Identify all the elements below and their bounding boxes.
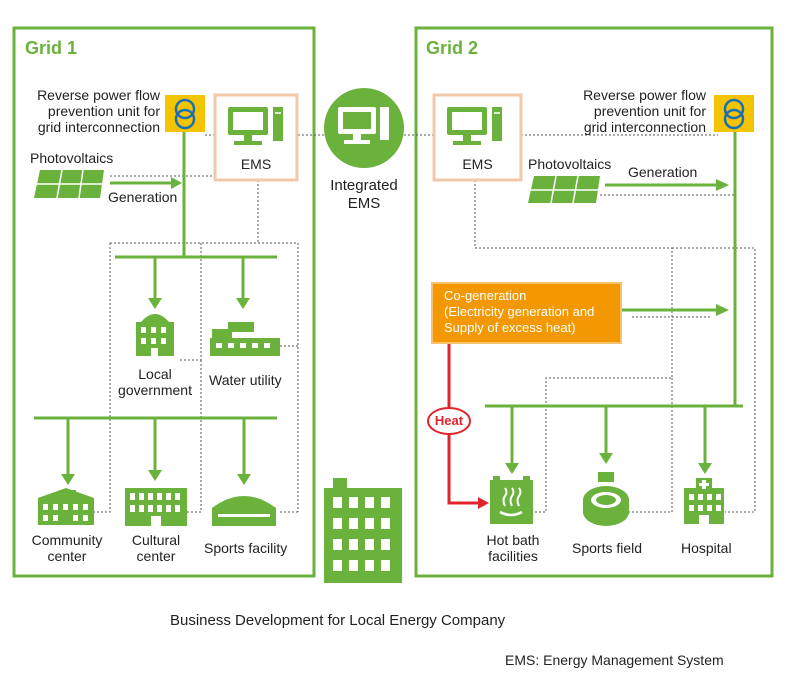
heat-label: Heat (434, 413, 464, 428)
sports-facility-label: Sports facility (204, 540, 288, 556)
cogeneration-label: Co-generation (Electricity generation an… (444, 288, 595, 335)
cultural-center-icon (125, 488, 187, 526)
hospital-label: Hospital (681, 540, 732, 556)
grid1-reverse-flow-label: Reverse power flow prevention unit for g… (37, 87, 160, 135)
sports-field-label: Sports field (572, 540, 643, 556)
grid2-arrowheads (505, 179, 729, 474)
local-government-icon (136, 314, 174, 356)
grid2-power-lines (485, 130, 743, 465)
cultural-center-label: Cultural center (131, 532, 181, 564)
solar-panel-icon (34, 169, 104, 199)
sports-facility-icon (212, 493, 276, 526)
grid1-frame (12, 26, 316, 578)
hospital-icon (684, 478, 724, 524)
caption: Business Development for Local Energy Co… (170, 612, 506, 629)
ems-computer-icon (213, 93, 299, 182)
water-utility-icon (210, 322, 280, 356)
reverse-flow-unit-icon (714, 95, 754, 132)
hot-bath-icon (490, 476, 533, 524)
footnote: EMS: Energy Management System (505, 652, 724, 668)
solar-panel-icon (528, 175, 600, 204)
grid2-ems-label: EMS (462, 156, 493, 172)
reverse-flow-unit-icon (165, 95, 205, 132)
heat-line (447, 343, 489, 509)
grid2-reverse-flow-label: Reverse power flow prevention unit for g… (583, 87, 706, 135)
community-center-icon (38, 488, 94, 525)
community-center-label: Community center (31, 532, 103, 564)
grid1-power-lines (34, 130, 277, 476)
grid1-generation-label: Generation (108, 189, 178, 205)
integrated-ems-icon (324, 88, 404, 168)
office-building-icon (324, 478, 402, 583)
grid1-arrowheads (61, 177, 251, 485)
hot-bath-label: Hot bath facilities (486, 532, 540, 564)
grid2-title: Grid 2 (426, 38, 479, 58)
local-government-label: Local government (118, 366, 192, 398)
heat-badge (427, 407, 471, 435)
grid1-photovoltaics-label: Photovoltaics (30, 150, 114, 166)
communication-lines (90, 134, 756, 513)
grid2-generation-label: Generation (628, 164, 698, 180)
sports-field-icon (583, 472, 629, 526)
cogeneration-box (431, 282, 622, 344)
grid2-frame (414, 26, 774, 578)
water-utility-label: Water utility (209, 372, 282, 388)
integrated-ems-label: Integrated EMS (330, 177, 398, 212)
ems-computer-icon (432, 93, 523, 182)
grid1-title: Grid 1 (25, 38, 78, 58)
grid1-ems-label: EMS (240, 156, 272, 172)
grid2-photovoltaics-label: Photovoltaics (528, 156, 612, 172)
